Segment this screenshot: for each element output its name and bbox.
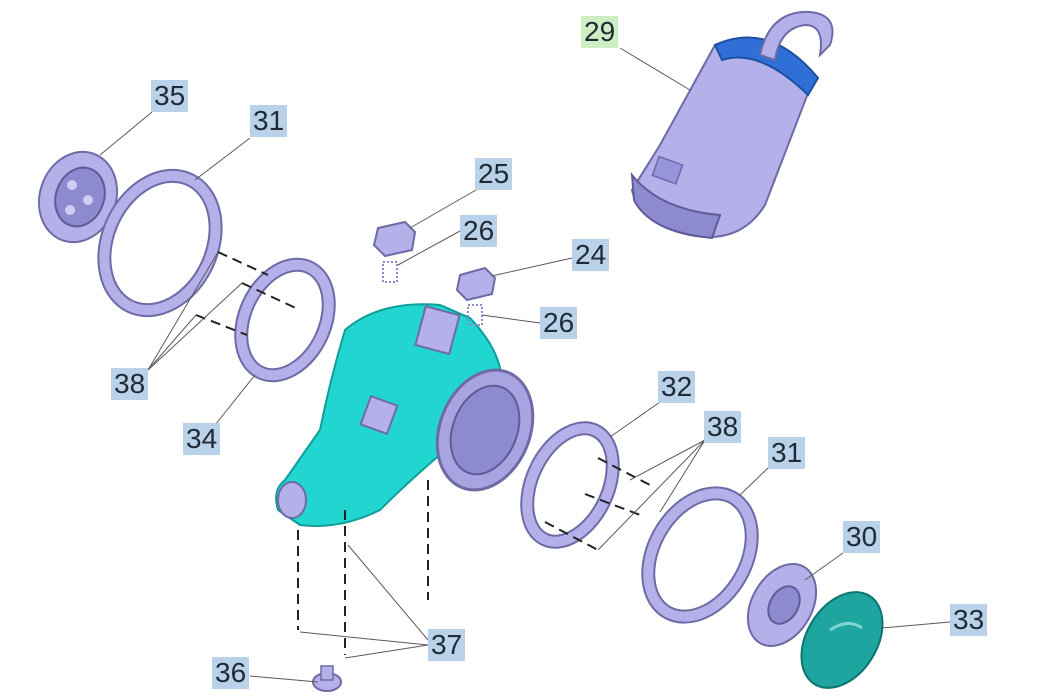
- part-26-spring-a: [382, 261, 398, 283]
- part-24-button: [455, 266, 497, 302]
- part-33-cover: [800, 591, 884, 689]
- callout-31-lower: 31: [768, 437, 806, 469]
- callout-38-right: 38: [704, 411, 742, 443]
- callout-31-upper: 31: [250, 105, 288, 137]
- part-25-button: [372, 220, 417, 258]
- part-30-fan-disk: [746, 563, 818, 647]
- part-36-knob: [312, 665, 342, 692]
- part-31-ring-upper: [97, 168, 223, 318]
- part-34-tabbed-ring: [234, 257, 336, 383]
- callout-26-lower: 26: [540, 307, 578, 339]
- callout-33: 33: [950, 604, 988, 636]
- leader-lines: [99, 47, 951, 683]
- callout-30: 30: [843, 521, 881, 553]
- callout-32: 32: [658, 371, 696, 403]
- callout-38-left: 38: [111, 368, 149, 400]
- part-29-dust-container: [630, 10, 834, 240]
- callout-24: 24: [572, 239, 610, 271]
- main-housing: [275, 303, 535, 527]
- callout-29: 29: [581, 16, 619, 48]
- callout-25: 25: [475, 158, 513, 190]
- callout-26-upper: 26: [460, 215, 498, 247]
- part-31-ring-lower: [641, 486, 759, 624]
- callout-34: 34: [183, 423, 221, 455]
- callout-36: 36: [212, 657, 250, 689]
- callout-35: 35: [151, 80, 189, 112]
- callout-37: 37: [428, 629, 466, 661]
- screw-dash-lines: [195, 251, 651, 655]
